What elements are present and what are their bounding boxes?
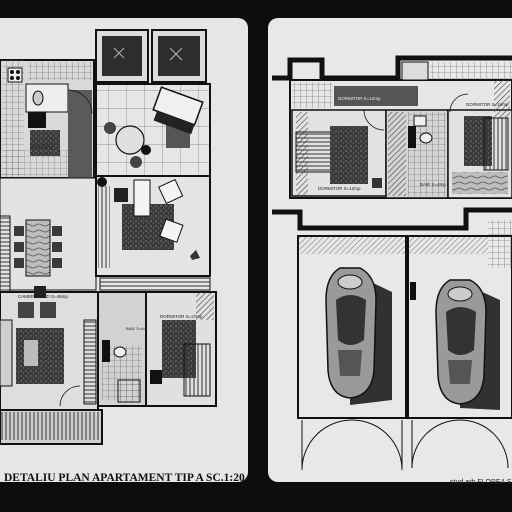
car-1 — [325, 267, 392, 405]
left-room-label: BAIE S=5mp — [30, 144, 54, 149]
left-room-label: BAIE S=4m — [126, 326, 147, 331]
right-room-label: DORMITOR S=10mp — [466, 102, 509, 107]
left-room-label: DORMITOR S=27mp — [160, 314, 203, 319]
right-floor-plan — [272, 55, 512, 471]
right-room-label: BAIE S=4mp — [420, 182, 446, 187]
author-credit: stud.arh FLOREA S — [450, 479, 512, 486]
right-room-label: DORMITOR S=12mp — [338, 96, 381, 101]
right-room-label: DORMITOR S=12mp — [318, 186, 361, 191]
left-floor-plan — [0, 29, 217, 445]
left-room-label: CAMERA DE ZI S=46mp — [18, 294, 68, 299]
sheet-title: DETALIU PLAN APARTAMENT TIP A SC.1:20 — [4, 472, 245, 484]
car-2 — [435, 279, 500, 410]
